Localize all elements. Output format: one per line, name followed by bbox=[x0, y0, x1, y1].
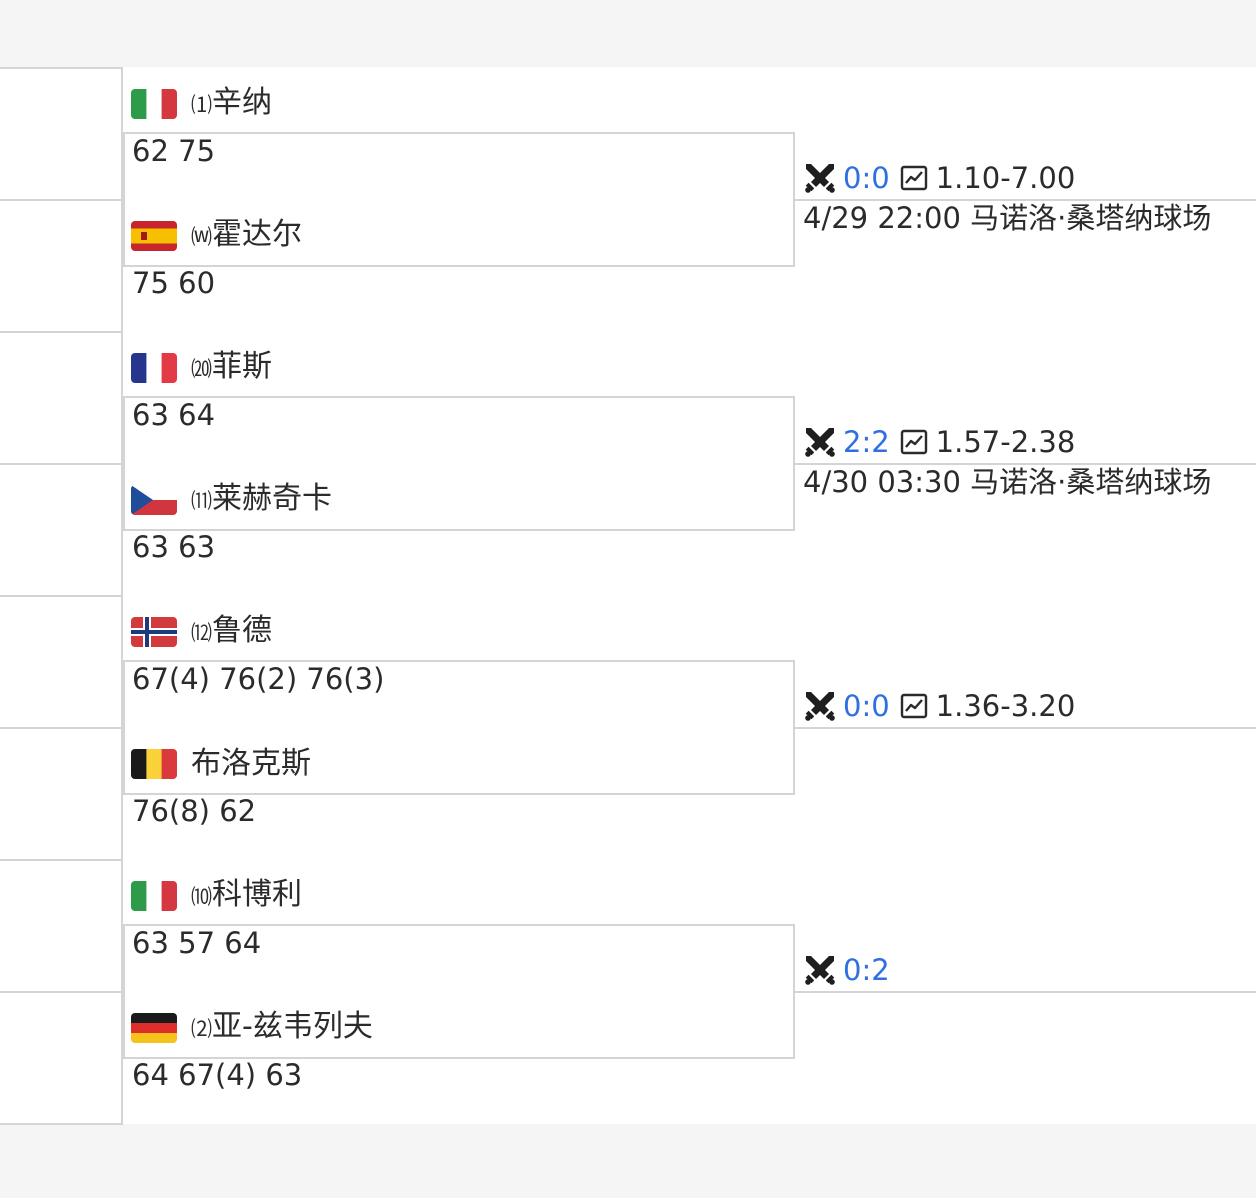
trend-chart-icon[interactable] bbox=[890, 692, 928, 720]
player-name[interactable]: ⑿鲁德 bbox=[191, 614, 272, 650]
match-connector-box bbox=[123, 132, 795, 267]
crossed-swords-icon[interactable] bbox=[803, 953, 837, 987]
player-name[interactable]: 布洛克斯 bbox=[191, 747, 311, 781]
match-schedule-venue: 4/30 03:30 马诺洛·桑塔纳球场 bbox=[803, 465, 1212, 499]
player-score: 63 64 bbox=[132, 398, 216, 432]
player-row[interactable]: ⑽科博利 bbox=[131, 878, 302, 914]
trend-chart-icon[interactable] bbox=[890, 164, 928, 192]
norway-flag-icon bbox=[131, 617, 177, 647]
bracket-panel bbox=[0, 67, 1256, 1124]
head-to-head-link[interactable]: 0:0 bbox=[843, 689, 890, 723]
player-name[interactable]: ⒲霍达尔 bbox=[191, 218, 302, 254]
round-divider-line bbox=[0, 859, 121, 861]
head-to-head-link[interactable]: 0:2 bbox=[843, 953, 890, 987]
next-round-line bbox=[795, 199, 1256, 201]
player-seed: ⑵ bbox=[191, 1017, 212, 1041]
next-round-line bbox=[795, 463, 1256, 465]
trend-chart-icon[interactable] bbox=[890, 428, 928, 456]
crossed-swords-icon[interactable] bbox=[803, 161, 837, 195]
match-odds: 1.57-2.38 bbox=[935, 425, 1076, 459]
match-info-line: 0:0 1.10-7.00 bbox=[803, 160, 1075, 196]
player-name-text: 霍达尔 bbox=[212, 217, 302, 252]
match-info-line: 0:2 bbox=[803, 952, 890, 988]
spain-flag-icon bbox=[131, 221, 177, 251]
czech-flag-icon bbox=[131, 485, 177, 515]
player-name-text: 莱赫奇卡 bbox=[212, 481, 332, 516]
player-name[interactable]: ⑽科博利 bbox=[191, 878, 302, 914]
player-row[interactable]: ⑴辛纳 bbox=[131, 86, 272, 122]
player-seed: ⑽ bbox=[191, 885, 212, 909]
belgium-flag-icon bbox=[131, 749, 177, 779]
match-connector-box bbox=[123, 396, 795, 531]
player-seed: ⒲ bbox=[191, 225, 212, 249]
player-score: 63 63 bbox=[132, 530, 216, 564]
player-score: 62 75 bbox=[132, 134, 216, 168]
player-row[interactable]: ⑾莱赫奇卡 bbox=[131, 482, 332, 518]
crossed-swords-icon[interactable] bbox=[803, 689, 837, 723]
player-score: 75 60 bbox=[132, 266, 216, 300]
player-score: 64 67(4) 63 bbox=[132, 1058, 303, 1092]
bracket-vertical-line bbox=[121, 67, 123, 1125]
next-round-line bbox=[795, 727, 1256, 729]
player-name-text: 辛纳 bbox=[212, 85, 272, 120]
match-info-line: 2:2 1.57-2.38 bbox=[803, 424, 1075, 460]
match-odds: 1.10-7.00 bbox=[935, 161, 1076, 195]
match-info-line: 0:0 1.36-3.20 bbox=[803, 688, 1075, 724]
player-name[interactable]: ⑾莱赫奇卡 bbox=[191, 482, 332, 518]
player-seed: ⑿ bbox=[191, 621, 212, 645]
player-name[interactable]: ⑴辛纳 bbox=[191, 86, 272, 122]
player-name-text: 菲斯 bbox=[212, 349, 272, 384]
player-name-text: 亚-兹韦列夫 bbox=[212, 1009, 373, 1044]
player-score: 76(8) 62 bbox=[132, 794, 257, 828]
crossed-swords-icon[interactable] bbox=[803, 425, 837, 459]
france-flag-icon bbox=[131, 353, 177, 383]
round-divider-line bbox=[0, 1123, 121, 1125]
match-schedule-venue: 4/29 22:00 马诺洛·桑塔纳球场 bbox=[803, 201, 1212, 235]
player-row[interactable]: ⑿鲁德 bbox=[131, 614, 272, 650]
round-divider-line bbox=[0, 199, 121, 201]
player-name-text: 鲁德 bbox=[212, 613, 272, 648]
next-round-line bbox=[795, 991, 1256, 993]
player-score: 67(4) 76(2) 76(3) bbox=[132, 662, 385, 696]
player-name[interactable]: ⑵亚-兹韦列夫 bbox=[191, 1010, 373, 1046]
round-divider-line bbox=[0, 67, 121, 69]
round-divider-line bbox=[0, 727, 121, 729]
italy-flag-icon bbox=[131, 881, 177, 911]
round-divider-line bbox=[0, 331, 121, 333]
round-divider-line bbox=[0, 463, 121, 465]
italy-flag-icon bbox=[131, 89, 177, 119]
head-to-head-link[interactable]: 0:0 bbox=[843, 161, 890, 195]
player-row[interactable]: ⑵亚-兹韦列夫 bbox=[131, 1010, 373, 1046]
player-name-text: 科博利 bbox=[212, 877, 302, 912]
player-seed: ⒇ bbox=[191, 357, 212, 381]
match-connector-box bbox=[123, 924, 795, 1059]
match-connector-box bbox=[123, 660, 795, 795]
player-seed: ⑾ bbox=[191, 489, 212, 513]
head-to-head-link[interactable]: 2:2 bbox=[843, 425, 890, 459]
player-score: 63 57 64 bbox=[132, 926, 262, 960]
round-divider-line bbox=[0, 595, 121, 597]
match-odds: 1.36-3.20 bbox=[935, 689, 1076, 723]
player-row[interactable]: ⒲霍达尔 bbox=[131, 218, 302, 254]
player-row[interactable]: ⒇菲斯 bbox=[131, 350, 272, 386]
player-name-text: 布洛克斯 bbox=[191, 746, 311, 781]
round-divider-line bbox=[0, 991, 121, 993]
player-name[interactable]: ⒇菲斯 bbox=[191, 350, 272, 386]
player-row[interactable]: 布洛克斯 bbox=[131, 747, 311, 781]
player-seed: ⑴ bbox=[191, 93, 212, 117]
germany-flag-icon bbox=[131, 1013, 177, 1043]
